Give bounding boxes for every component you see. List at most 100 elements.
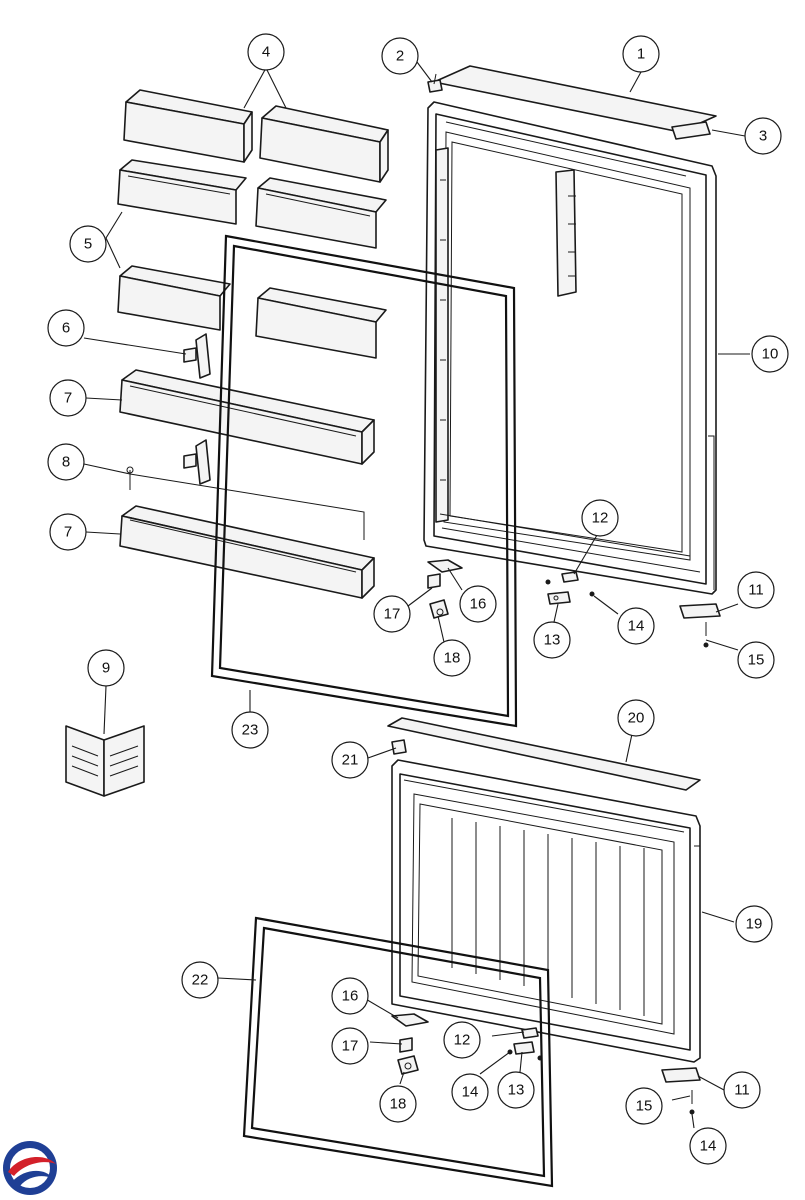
callout-11a: 11 [737,571,775,609]
callout-14a: 14 [617,607,655,645]
callout-7b: 7 [49,513,87,551]
bin-shelf-1-right [255,177,387,249]
svg-text:22: 22 [192,972,209,989]
hinge-cam-18-upper [429,599,449,619]
bottom-hinge-bracket-lower [661,1067,701,1083]
svg-text:1: 1 [637,46,645,63]
svg-text:14: 14 [628,618,645,635]
hinge-plate-small-upper [547,591,571,605]
callout-20: 20 [617,699,655,737]
svg-text:13: 13 [508,1082,525,1099]
shelf-rail-left [435,147,449,523]
callout-12b: 12 [443,1021,481,1059]
svg-text:9: 9 [102,660,110,677]
lower-door-assembly [387,717,701,1115]
svg-text:19: 19 [746,916,763,933]
callout-16a: 16 [459,585,497,623]
svg-text:3: 3 [759,128,767,145]
svg-text:14: 14 [462,1084,479,1101]
svg-text:16: 16 [470,596,487,613]
callout-2: 2 [381,37,419,75]
shelf-rail-center [555,169,577,297]
callout-17b: 17 [331,1027,369,1065]
wire-retainer-bar [126,466,365,540]
lower-hinge-parts [391,1013,429,1075]
svg-text:4: 4 [262,44,270,61]
svg-text:5: 5 [84,236,92,253]
svg-text:10: 10 [762,346,779,363]
svg-text:18: 18 [390,1096,407,1113]
bin-cover-right [259,105,389,183]
door-bins [117,89,389,599]
hinge-cam-18-lower [397,1055,419,1075]
brand-logo [3,1141,57,1195]
svg-text:17: 17 [384,606,401,623]
svg-text:21: 21 [342,752,359,769]
hinge-pin-21 [391,739,407,755]
bin-shelf-2-right [255,287,387,359]
callout-18b: 18 [379,1085,417,1123]
handle-bracket [671,121,711,140]
long-shelf-lower [119,505,375,599]
callout-17a: 17 [373,595,411,633]
bin-shelf-1-left [117,159,247,225]
callout-10: 10 [751,335,789,373]
callout-5: 5 [69,225,107,263]
svg-text:16: 16 [342,988,359,1005]
callout-9: 9 [87,649,125,687]
screw-upper-c [703,642,709,648]
lower-top-trim-strip [387,717,701,791]
callout-14b: 14 [451,1073,489,1111]
svg-text:18: 18 [444,650,461,667]
svg-text:11: 11 [734,1082,750,1099]
upper-door-gasket [210,234,518,728]
lower-door-panel [391,759,701,1063]
svg-text:8: 8 [62,454,70,471]
svg-text:20: 20 [628,710,645,727]
callout-19: 19 [735,905,773,943]
callout-4: 4 [247,33,285,71]
callout-12a: 12 [581,499,619,537]
cam-part-upper [561,571,579,583]
callout-18a: 18 [433,639,471,677]
callout-22: 22 [181,961,219,999]
shelf-clip-6 [183,333,211,379]
top-trim-strip [433,65,717,133]
callout-6: 6 [47,309,85,347]
screw-upper-b [589,591,595,597]
hinge-block-16-lower [391,1013,429,1027]
callout-3: 3 [744,117,782,155]
screw-upper-a [545,579,551,585]
callout-15a: 15 [737,641,775,679]
bin-shelf-2-left [117,265,231,331]
svg-text:15: 15 [748,652,765,669]
hinge-plate-small-lower [513,1041,535,1055]
callout-bubbles: 1 2 3 4 5 6 7 7 8 9 10 11 11 12 12 13 13… [47,33,789,1165]
svg-text:2: 2 [396,48,404,65]
callout-8: 8 [47,443,85,481]
callout-21: 21 [331,741,369,779]
owners-manual-icon [65,725,145,797]
svg-text:6: 6 [62,320,70,337]
long-shelf-upper [119,369,375,465]
callout-11b: 11 [723,1071,761,1109]
svg-text:23: 23 [242,722,259,739]
hinge-pin-17-upper [427,573,441,589]
svg-text:13: 13 [544,632,561,649]
hinge-pin-top [427,73,443,93]
callout-13a: 13 [533,621,571,659]
svg-text:11: 11 [748,582,764,599]
leader-lines [83,57,750,1129]
callout-1: 1 [622,35,660,73]
callout-16b: 16 [331,977,369,1015]
svg-text:7: 7 [64,524,72,541]
screw-lower-c [689,1109,695,1115]
svg-text:14: 14 [700,1138,717,1155]
upper-door-panel [423,101,717,595]
upper-door-assembly [423,65,721,648]
callout-13b: 13 [497,1071,535,1109]
callout-14c: 14 [689,1127,727,1165]
hinge-pin-17-lower [399,1037,413,1053]
svg-text:12: 12 [454,1032,471,1049]
